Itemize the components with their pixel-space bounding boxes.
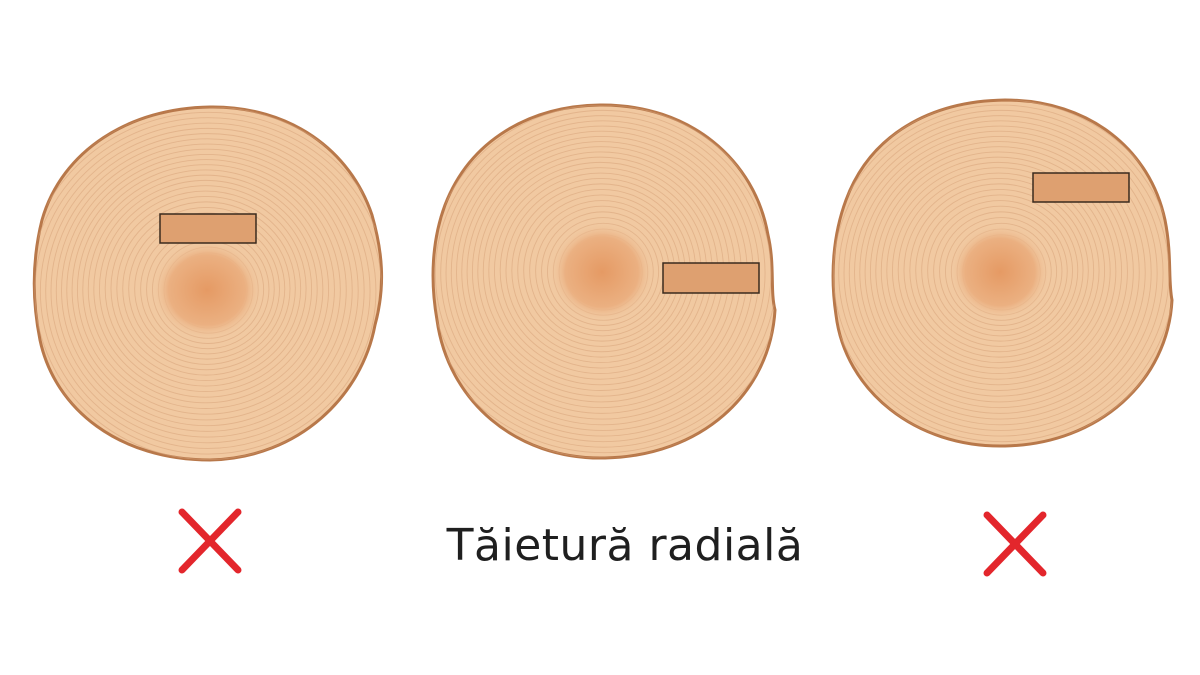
growth-ring [98,185,313,393]
growth-ring [39,127,377,455]
growth-rings [833,100,1172,447]
growth-ring [82,169,330,409]
growth-ring [869,146,1128,397]
growth-ring [433,104,775,443]
growth-ring [433,104,775,454]
board-cut [159,213,257,244]
growth-ring [886,161,1111,380]
growth-ring [55,143,359,438]
growth-ring [116,201,296,376]
growth-ring [891,167,1106,375]
growth-ring [921,194,1079,347]
growth-ring [440,115,766,431]
growth-ring [50,138,365,444]
growth-ring [864,141,1134,403]
growth-ring [838,115,1164,431]
board-cut [1032,172,1130,203]
growth-ring [854,130,1146,414]
growth-ring [880,156,1117,386]
growth-ring [434,109,772,437]
growth-ring [45,133,371,449]
growth-ring [859,135,1140,409]
log-cross-section-left [32,105,384,462]
growth-ring [843,120,1158,426]
growth-ring [34,117,382,460]
cross-mark-left [178,508,242,574]
growth-ring [93,179,318,398]
growth-ring [939,211,1063,332]
growth-ring [833,109,1170,437]
heartwood [550,222,654,322]
growth-ring [76,164,335,415]
growth-ring [903,177,1095,364]
growth-ring [915,188,1084,353]
growth-ring [547,217,660,326]
heartwood [152,240,262,340]
growth-ring [71,159,341,421]
growth-ring [34,122,382,460]
heartwood [950,224,1050,320]
growth-ring [909,183,1089,358]
growth-ring [848,125,1152,420]
growth-ring [87,174,324,404]
growth-ring [66,153,347,427]
growth-ring [927,200,1073,342]
growth-ring [897,172,1100,369]
log-cross-section-center [431,103,777,460]
log-cross-section-right [831,98,1174,448]
growth-ring [128,212,286,365]
growth-ring [945,217,1058,326]
growth-ring [110,195,302,382]
board-cut [662,262,760,294]
growth-ring [104,190,307,387]
growth-ring [122,206,291,371]
growth-ring [61,148,353,432]
cross-mark-right [983,511,1047,577]
growth-ring [933,205,1068,337]
growth-ring [34,111,382,460]
growth-ring [833,104,1172,443]
growth-ring [875,151,1123,391]
growth-ring [433,104,775,448]
